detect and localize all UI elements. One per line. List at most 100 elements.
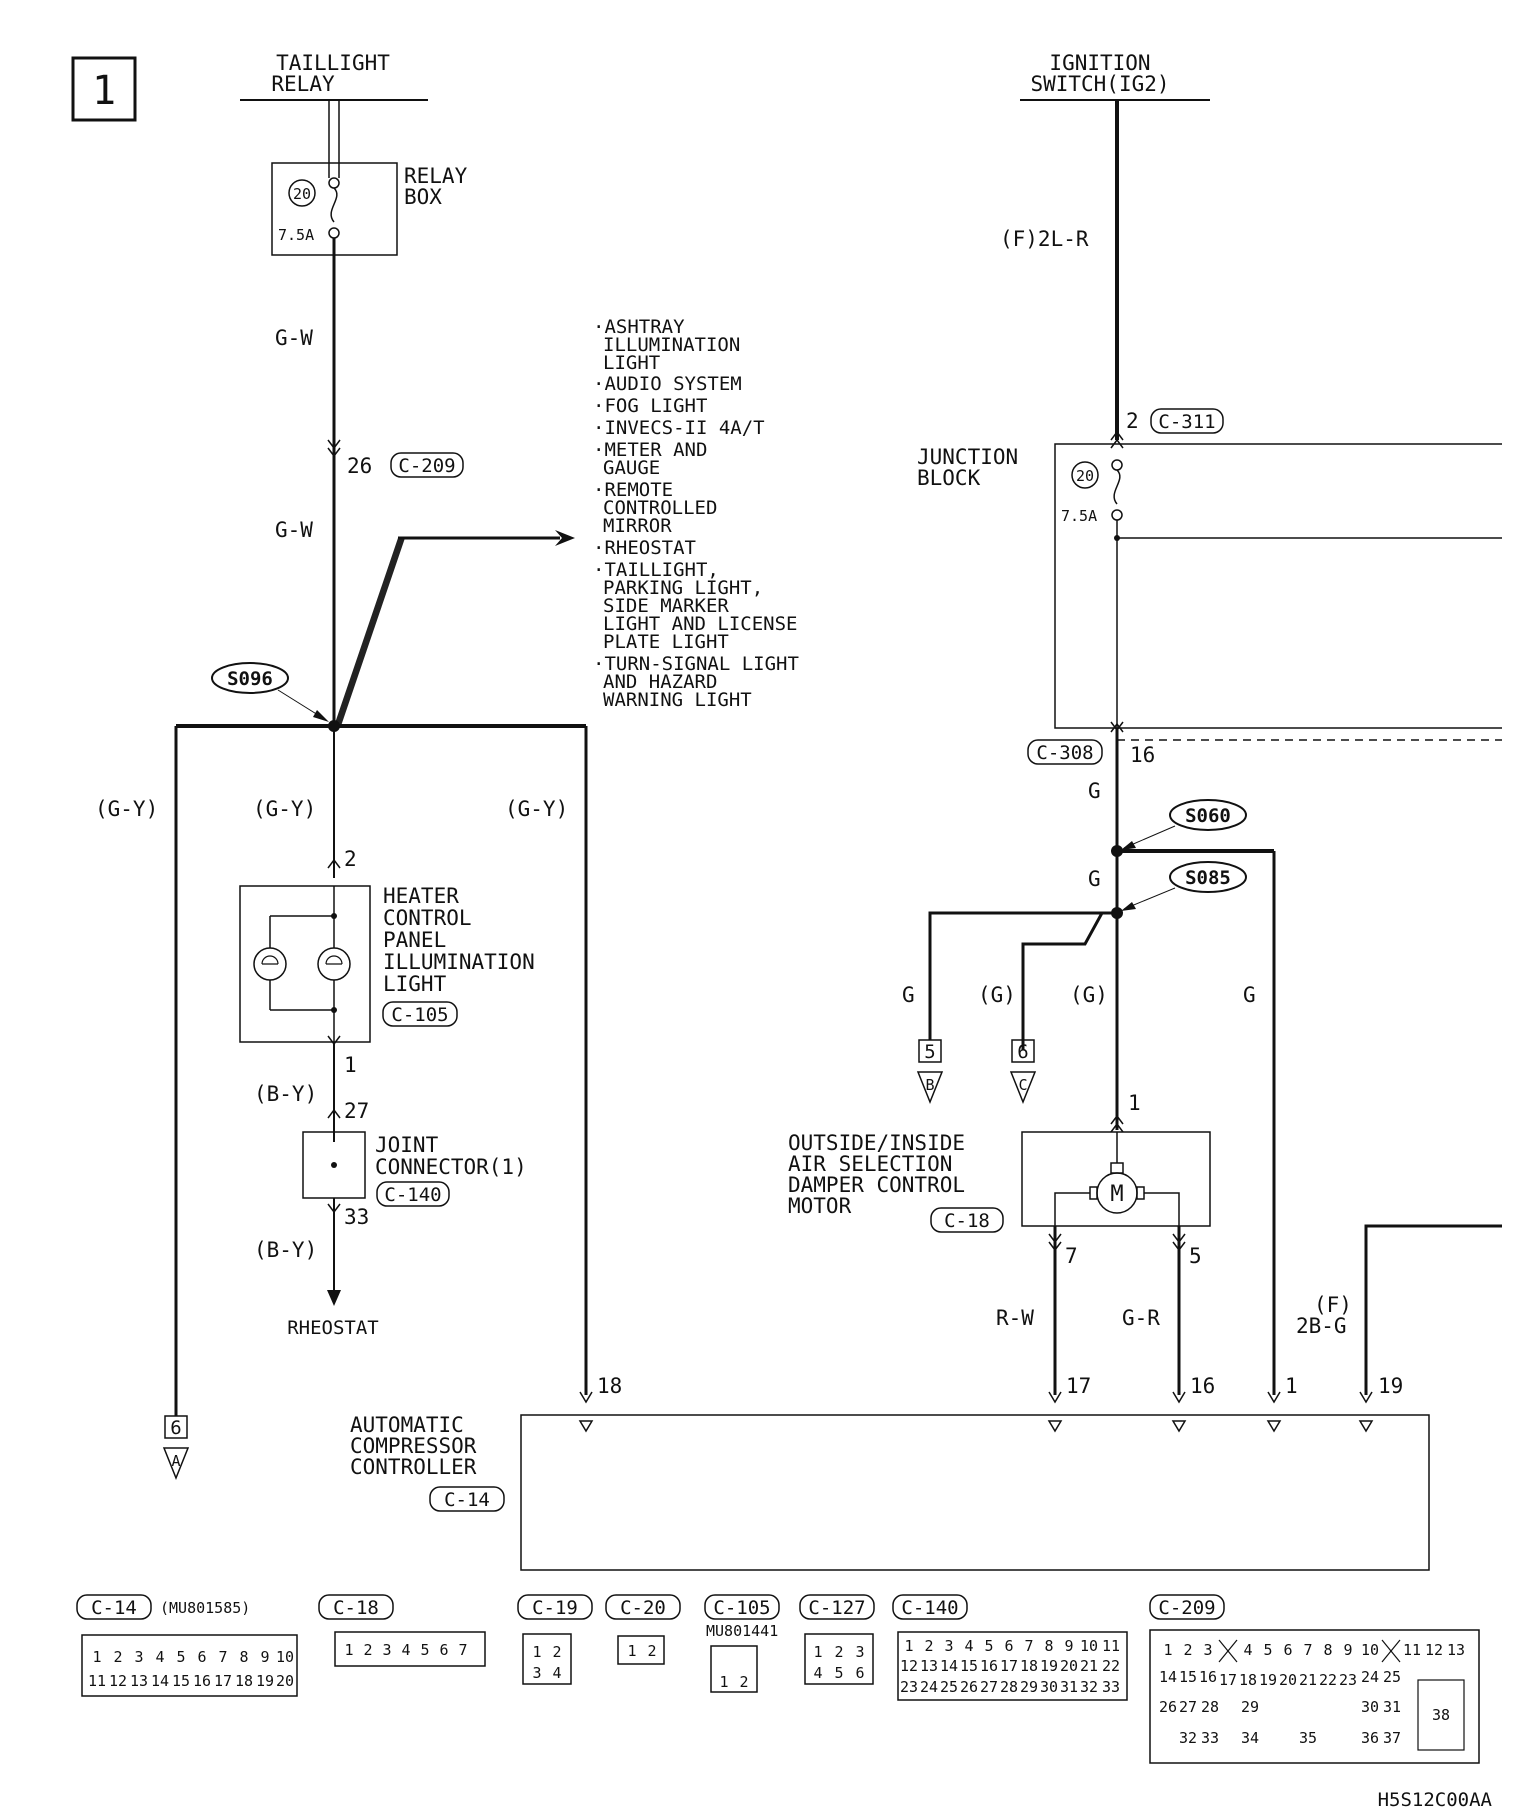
- pin-27: 27: [344, 1099, 369, 1123]
- c209-pin: 29: [1241, 1698, 1259, 1716]
- dest-ashtray-2: ILLUMINATION: [603, 334, 740, 356]
- connector-c308: C-308: [1036, 742, 1093, 764]
- c140-pin: 21: [1080, 1657, 1098, 1675]
- c140-pin: 26: [960, 1678, 978, 1696]
- pin-1-heater: 1: [344, 1053, 357, 1077]
- c105-pin: 1: [719, 1673, 728, 1691]
- controller-label-2: COMPRESSOR: [350, 1434, 477, 1458]
- c140-pin: 17: [1000, 1657, 1018, 1675]
- c140-pin: 7: [1024, 1637, 1033, 1655]
- taillight-relay-line2: RELAY: [271, 72, 335, 96]
- relay-box: 20 7.5A RELAY BOX: [271, 162, 468, 256]
- offpage-c-number: 6: [1017, 1041, 1028, 1063]
- c140-pin: 12: [900, 1657, 918, 1675]
- legend-c20-id: C-20: [620, 1597, 666, 1619]
- c140-pin: 27: [980, 1678, 998, 1696]
- c18-pin: 5: [420, 1641, 429, 1659]
- c20-pin: 2: [647, 1642, 656, 1660]
- joint-label-2: CONNECTOR(1): [375, 1155, 527, 1179]
- pin-2-c311: 2: [1126, 409, 1139, 433]
- dest-fog: ·FOG LIGHT: [593, 395, 707, 417]
- damper-motor: M: [1021, 1131, 1211, 1234]
- c209-pin: 28: [1201, 1698, 1219, 1716]
- wire-label-gw-1: G-W: [275, 326, 313, 350]
- relay-fuse-number: 20: [293, 185, 311, 203]
- c209-pin: 6: [1283, 1641, 1292, 1659]
- c140-pin: 28: [1000, 1678, 1018, 1696]
- c14-pin: 20: [276, 1672, 294, 1690]
- wire-label-2bg: 2B-G: [1296, 1314, 1347, 1338]
- c127-pin: 2: [834, 1643, 843, 1661]
- c209-pin: 5: [1263, 1641, 1272, 1659]
- c209-pin: 16: [1199, 1668, 1217, 1686]
- joint-label-1: JOINT: [375, 1133, 439, 1157]
- wire-label-gy-left: (G-Y): [95, 797, 158, 821]
- c14-pin: 10: [276, 1648, 294, 1666]
- c14-pin: 17: [214, 1672, 232, 1690]
- c14-pin: 2: [113, 1648, 122, 1666]
- motor-label-1: OUTSIDE/INSIDE: [788, 1131, 965, 1155]
- legend-c19-grid: 1 2 3 4: [532, 1643, 561, 1682]
- c14-pin: 5: [176, 1648, 185, 1666]
- c127-pin: 4: [813, 1664, 822, 1682]
- c20-pin: 1: [627, 1642, 636, 1660]
- legend-c14-grid: 1 2 3 4 5 6 7 8 9 10 11 12 13 14 15 16 1…: [88, 1648, 294, 1690]
- dest-audio: ·AUDIO SYSTEM: [593, 373, 742, 395]
- pin-1: 1: [1285, 1374, 1298, 1398]
- legend-c105-part: MU801441: [706, 1622, 778, 1640]
- c140-pin: 13: [920, 1657, 938, 1675]
- c209-pin: 10: [1361, 1641, 1379, 1659]
- c19-pin: 2: [552, 1643, 561, 1661]
- c209-pin: 9: [1343, 1641, 1352, 1659]
- c209-pin: 13: [1447, 1641, 1465, 1659]
- c209-pin: 25: [1383, 1668, 1401, 1686]
- offpage-a-number: 6: [170, 1417, 181, 1439]
- c209-pin: 37: [1383, 1729, 1401, 1747]
- c14-pin: 3: [134, 1648, 143, 1666]
- c127-pin: 5: [834, 1664, 843, 1682]
- dest-remote-3: MIRROR: [603, 515, 672, 537]
- pin-17: 17: [1066, 1374, 1091, 1398]
- splice-s096: S096: [211, 662, 340, 732]
- legend-c127-grid: 1 2 3 4 5 6: [813, 1643, 864, 1682]
- heater-label-4: ILLUMINATION: [383, 950, 535, 974]
- c140-pin: 25: [940, 1678, 958, 1696]
- c140-pin: 20: [1060, 1657, 1078, 1675]
- wire-label-f2lr: (F)2L-R: [1000, 227, 1089, 251]
- c209-pin: 32: [1179, 1729, 1197, 1747]
- c209-pin: 1: [1163, 1641, 1172, 1659]
- c14-pin: 16: [193, 1672, 211, 1690]
- c140-pin: 2: [924, 1637, 933, 1655]
- legend-c105-id: C-105: [713, 1597, 770, 1619]
- motor-label-3: DAMPER CONTROL: [788, 1173, 965, 1197]
- c127-pin: 6: [855, 1664, 864, 1682]
- controller-label-3: CONTROLLER: [350, 1455, 477, 1479]
- motor-symbol: M: [1110, 1182, 1123, 1207]
- connector-c140: C-140: [384, 1184, 441, 1206]
- legend-c140-id: C-140: [901, 1597, 958, 1619]
- c209-pin: 38: [1432, 1706, 1450, 1724]
- c140-pin: 3: [944, 1637, 953, 1655]
- wire-label-g-c308: G: [1088, 779, 1101, 803]
- dest-taillight-3: SIDE MARKER: [603, 595, 729, 617]
- c140-pin: 15: [960, 1657, 978, 1675]
- pin-16: 16: [1190, 1374, 1215, 1398]
- c140-pin: 4: [964, 1637, 973, 1655]
- c14-pin: 7: [218, 1648, 227, 1666]
- c127-pin: 3: [855, 1643, 864, 1661]
- pin-18: 18: [597, 1374, 622, 1398]
- c209-pin: 11: [1403, 1641, 1421, 1659]
- pin-5: 5: [1189, 1244, 1202, 1268]
- offpage-connector-c: 6 C: [1009, 1039, 1037, 1105]
- dest-turn-1: ·TURN-SIGNAL LIGHT: [593, 653, 799, 675]
- wire-label-gy-right: (G-Y): [505, 797, 568, 821]
- rheostat-label: RHEOSTAT: [287, 1317, 379, 1339]
- legend-c14-id: C-14: [91, 1597, 137, 1619]
- heater-label-3: PANEL: [383, 928, 446, 952]
- motor-label-4: MOTOR: [788, 1194, 852, 1218]
- junction-block: 20 7.5A: [1054, 443, 1502, 729]
- ignition-label-2: SWITCH(IG2): [1030, 72, 1169, 96]
- c209-pin: 17: [1219, 1671, 1237, 1689]
- c18-pin: 4: [401, 1641, 410, 1659]
